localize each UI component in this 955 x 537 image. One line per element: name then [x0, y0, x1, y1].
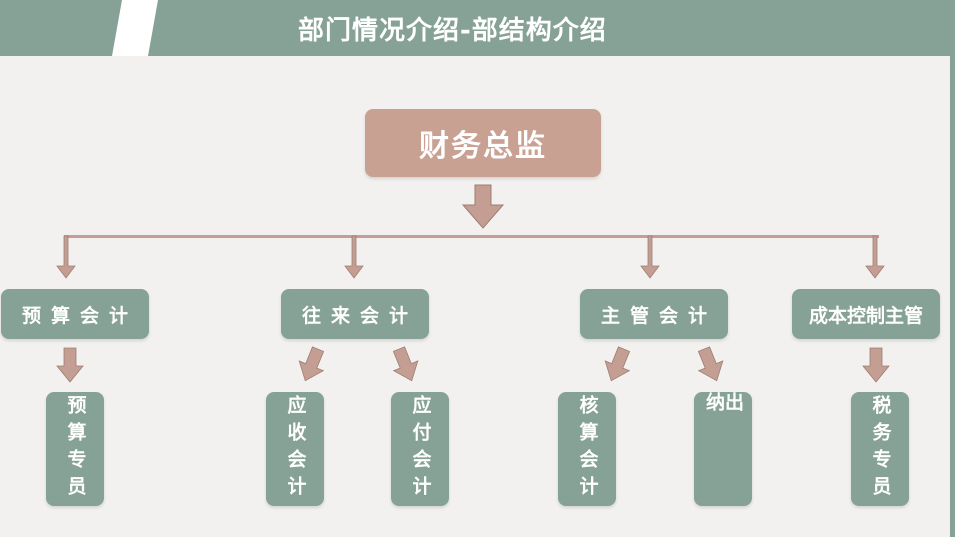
right-edge-strip	[950, 0, 955, 537]
arrow-to-payable	[392, 346, 419, 382]
arrow-to-cashier	[697, 346, 724, 382]
arrow-to-audit	[604, 346, 631, 382]
staff-receivable: 应收会计	[266, 392, 324, 506]
manager-cost-control: 成本控制主管	[792, 289, 940, 339]
manager-budget: 预算会计	[1, 289, 149, 339]
page-title: 部门情况介绍-部结构介绍	[298, 16, 607, 46]
title-bar	[0, 0, 950, 56]
arrow-to-manager-1	[56, 235, 76, 279]
arrow-to-budget	[56, 347, 84, 383]
arrow-to-manager-4	[865, 235, 885, 279]
staff-audit: 核算会计	[558, 392, 616, 506]
head-down-arrow	[461, 184, 505, 229]
arrow-to-tax	[862, 347, 890, 383]
staff-payable: 应付会计	[391, 392, 449, 506]
manager-chief: 主管会计	[580, 289, 728, 339]
staff-cashier: 出纳	[694, 392, 752, 506]
staff-budget: 预算专员	[46, 392, 104, 506]
staff-tax: 税务专员	[851, 392, 909, 506]
arrow-to-manager-3	[640, 235, 660, 279]
horizontal-connector	[64, 235, 879, 238]
arrow-to-manager-2	[344, 235, 364, 279]
head-node: 财务总监	[365, 109, 601, 177]
arrow-to-receivable	[298, 346, 325, 382]
manager-receivable: 往来会计	[281, 289, 429, 339]
